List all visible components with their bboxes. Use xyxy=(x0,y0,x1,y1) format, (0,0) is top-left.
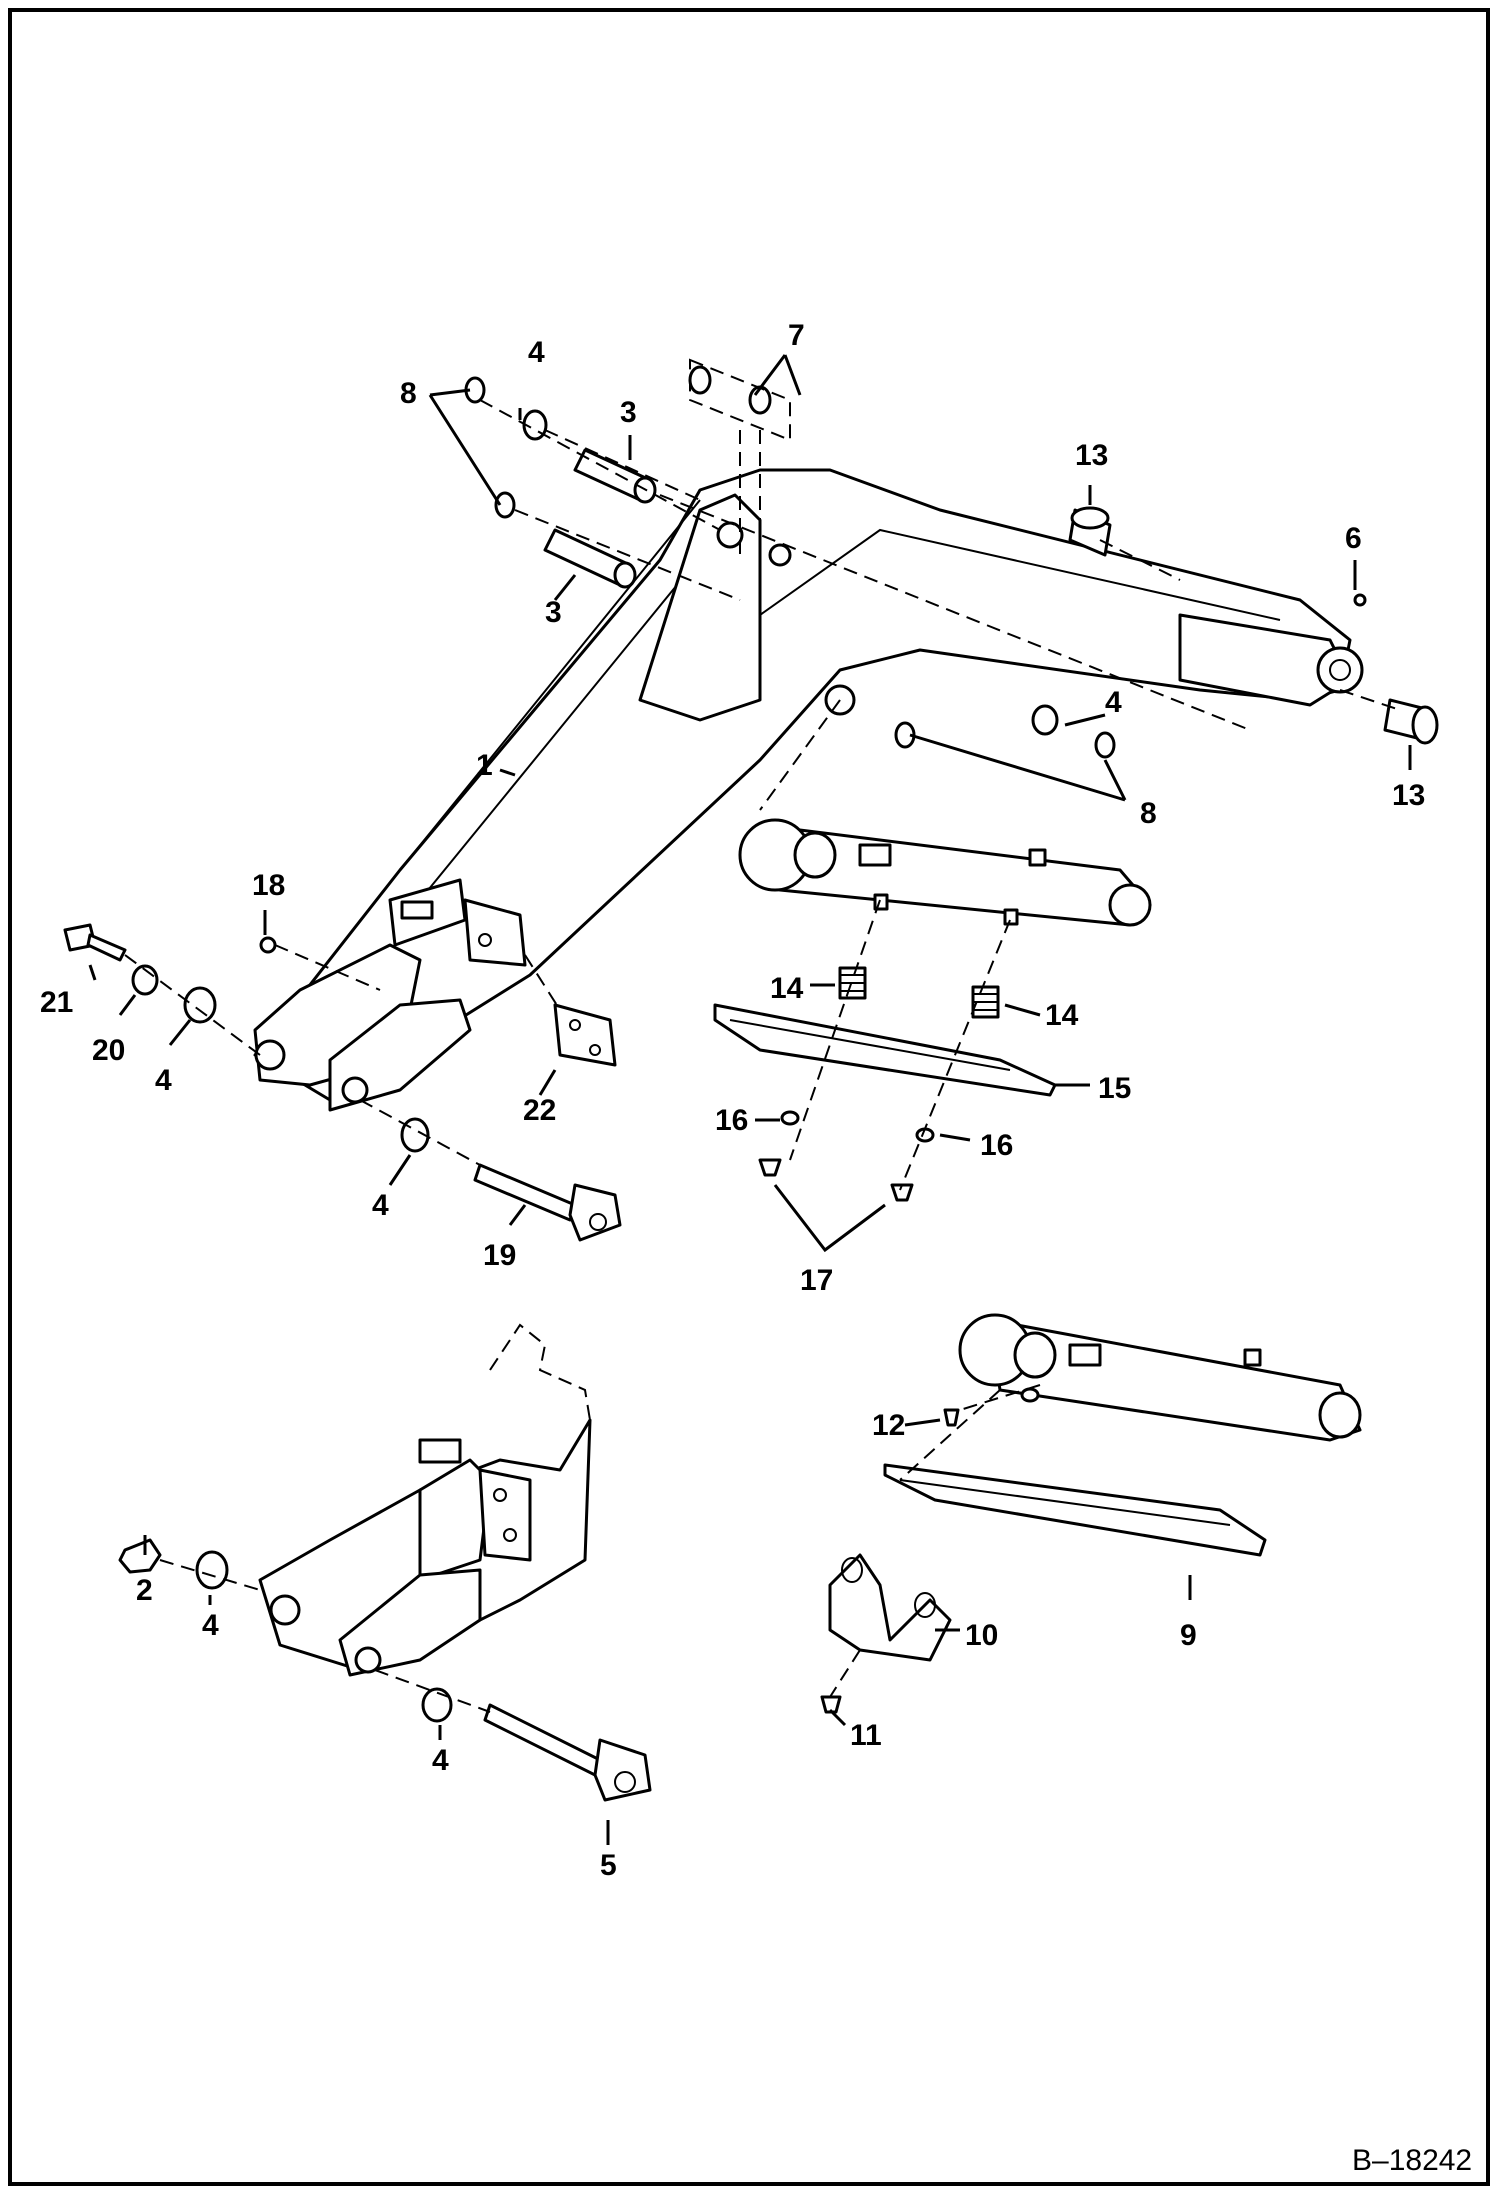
cylinder-upper xyxy=(738,818,1152,927)
callout-4-upper: 4 xyxy=(528,336,545,369)
callout-11: 11 xyxy=(850,1719,882,1752)
washer-4-c xyxy=(183,986,217,1024)
callout-3-lower: 3 xyxy=(545,596,562,629)
spring-14-left xyxy=(838,966,867,1000)
callout-4-pin5: 4 xyxy=(432,1744,449,1777)
pin-3-upper xyxy=(573,448,657,504)
shim-group-box xyxy=(689,358,791,442)
bolt-21 xyxy=(63,923,127,962)
arm-detail-lower xyxy=(258,1323,592,1677)
callout-7: 7 xyxy=(788,319,805,352)
callout-4-pin19: 4 xyxy=(372,1189,389,1222)
callout-20: 20 xyxy=(92,1034,125,1067)
washer-16-left xyxy=(780,1110,800,1126)
callout-19: 19 xyxy=(483,1239,516,1272)
callout-14-right: 14 xyxy=(1045,999,1079,1032)
assembly-lines-front xyxy=(124,944,381,1056)
callout-4-front: 4 xyxy=(155,1064,172,1097)
drawing-frame xyxy=(8,8,1490,2186)
callout-12: 12 xyxy=(872,1409,905,1442)
callout-15: 15 xyxy=(1098,1072,1131,1105)
callout-16-right: 16 xyxy=(980,1129,1013,1162)
callout-14-left: 14 xyxy=(770,972,804,1005)
cylinder-lower xyxy=(958,1313,1362,1442)
bushing-13-lower xyxy=(1383,698,1439,745)
assembly-lines-upper xyxy=(479,399,1401,811)
callout-5: 5 xyxy=(600,1849,617,1882)
drawing-reference-number: B–18242 xyxy=(1352,2144,1472,2177)
grease-fitting-6 xyxy=(1353,593,1367,607)
plate-22 xyxy=(553,1003,617,1067)
bolt-11 xyxy=(820,1695,842,1714)
o-ring-8-c xyxy=(1094,731,1116,759)
wear-pad-15 xyxy=(713,1003,1057,1097)
callout-4-nut: 4 xyxy=(202,1609,219,1642)
wear-pad-9 xyxy=(883,1463,1267,1557)
assembly-line-22 xyxy=(524,954,561,1011)
callout-13-upper: 13 xyxy=(1075,439,1108,472)
bolt-17-right xyxy=(890,1183,914,1202)
fitting-12 xyxy=(943,1408,960,1427)
pin-5 xyxy=(374,1669,652,1802)
pin-19 xyxy=(359,1099,622,1242)
callout-8-upper: 8 xyxy=(400,377,417,410)
callout-16-left: 16 xyxy=(715,1104,748,1137)
callout-4-right: 4 xyxy=(1105,686,1122,719)
callout-8-lower: 8 xyxy=(1140,797,1157,830)
callout-3-upper: 3 xyxy=(620,396,637,429)
shim-7-b xyxy=(748,385,772,415)
leader-lines xyxy=(88,354,1412,1845)
callout-1: 1 xyxy=(476,749,493,782)
callout-9: 9 xyxy=(1180,1619,1197,1652)
callout-2: 2 xyxy=(136,1574,153,1607)
assembly-lines-lower xyxy=(829,1384,1041,1698)
nut-2 xyxy=(118,1538,162,1574)
callout-21: 21 xyxy=(40,986,73,1019)
callout-17: 17 xyxy=(800,1264,833,1297)
assembly-lines-pad xyxy=(789,899,1011,1191)
callout-18: 18 xyxy=(252,869,285,902)
bushing-13-upper xyxy=(1068,506,1112,557)
callout-6: 6 xyxy=(1345,522,1362,555)
assembly-line-nut xyxy=(159,1559,261,1591)
callout-10: 10 xyxy=(965,1619,998,1652)
callout-22: 22 xyxy=(523,1094,556,1127)
bracket-10 xyxy=(828,1553,952,1662)
washer-4-d xyxy=(195,1550,229,1590)
washer-4-b xyxy=(1031,704,1059,736)
grease-fitting-18 xyxy=(259,936,277,954)
pin-3-lower xyxy=(543,528,637,589)
callout-13-lower: 13 xyxy=(1392,779,1425,812)
callout-labels: 1 2 3 3 4 4 4 4 4 4 5 6 7 8 8 9 10 11 12… xyxy=(40,319,1425,1882)
arm-assembly xyxy=(253,468,1364,1112)
bolt-17-left xyxy=(758,1158,782,1177)
o-ring-8-b xyxy=(494,491,516,519)
shim-7-a xyxy=(688,365,712,395)
washer-20 xyxy=(131,964,159,996)
